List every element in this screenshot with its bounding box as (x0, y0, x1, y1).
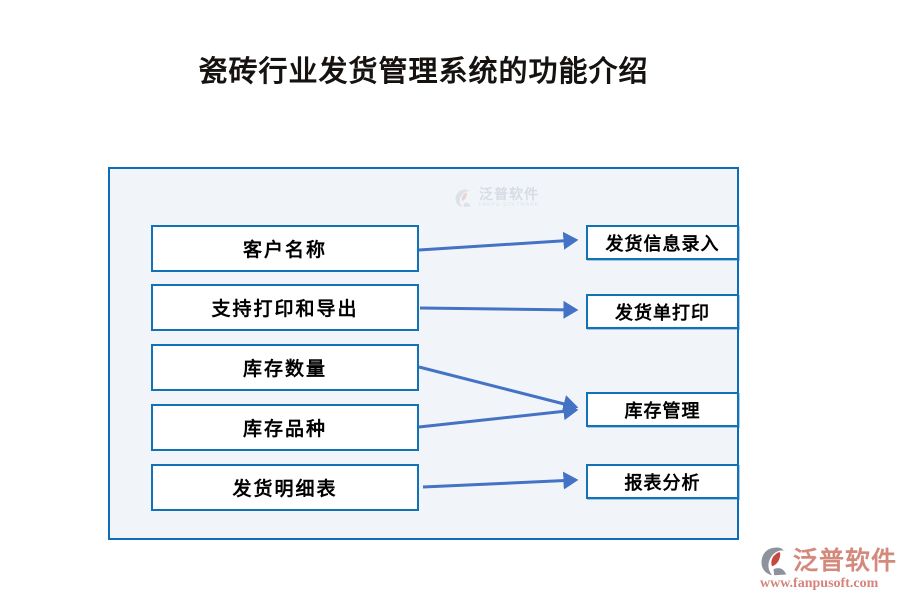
node-label: 发货明细表 (232, 479, 338, 500)
node-print-export: 支持打印和导出 (151, 284, 419, 331)
node-customer-name: 客户名称 (151, 225, 419, 272)
node-label: 库存数量 (242, 359, 327, 380)
node-label: 发货单打印 (615, 302, 710, 323)
node-label: 库存管理 (624, 400, 701, 421)
center-watermark: 泛普软件 FANPU SOFTWARE (454, 187, 539, 208)
arrow-detail-to-report (422, 471, 579, 490)
node-stock-quantity: 库存数量 (151, 344, 419, 391)
node-shipping-detail: 发货明细表 (151, 464, 419, 511)
fanpu-logo-icon (455, 189, 471, 207)
node-inventory-management: 库存管理 (586, 392, 739, 427)
corner-watermark-url: www.fanpusoft.com (760, 576, 879, 591)
fanpu-logo-icon (761, 547, 787, 576)
node-label: 库存品种 (242, 419, 327, 440)
node-shipping-order-print: 发货单打印 (586, 294, 739, 329)
node-label: 客户名称 (242, 240, 327, 261)
node-report-analysis: 报表分析 (586, 464, 739, 499)
arrow-customer-to-entry (418, 231, 579, 252)
arrow-qty-to-inventory (418, 365, 579, 413)
center-watermark-brand-en: FANPU SOFTWARE (479, 202, 540, 208)
arrow-variety-to-inventory (418, 402, 579, 429)
node-shipping-info-entry: 发货信息录入 (586, 225, 739, 260)
node-stock-variety: 库存品种 (151, 404, 419, 451)
node-label: 支持打印和导出 (211, 299, 359, 320)
center-watermark-brand: 泛普软件 (479, 186, 539, 202)
corner-watermark: 泛普软件 www.fanpusoft.com (760, 546, 900, 591)
page-title: 瓷砖行业发货管理系统的功能介绍 (198, 56, 649, 88)
diagram-panel: 泛普软件 FANPU SOFTWARE 客户名称 支持打印和导出 库存数量 库存… (108, 167, 739, 540)
arrow-print-to-shipprint (419, 300, 579, 319)
corner-watermark-brand: 泛普软件 (793, 547, 898, 575)
node-label: 发货信息录入 (605, 233, 720, 254)
node-label: 报表分析 (624, 472, 701, 493)
